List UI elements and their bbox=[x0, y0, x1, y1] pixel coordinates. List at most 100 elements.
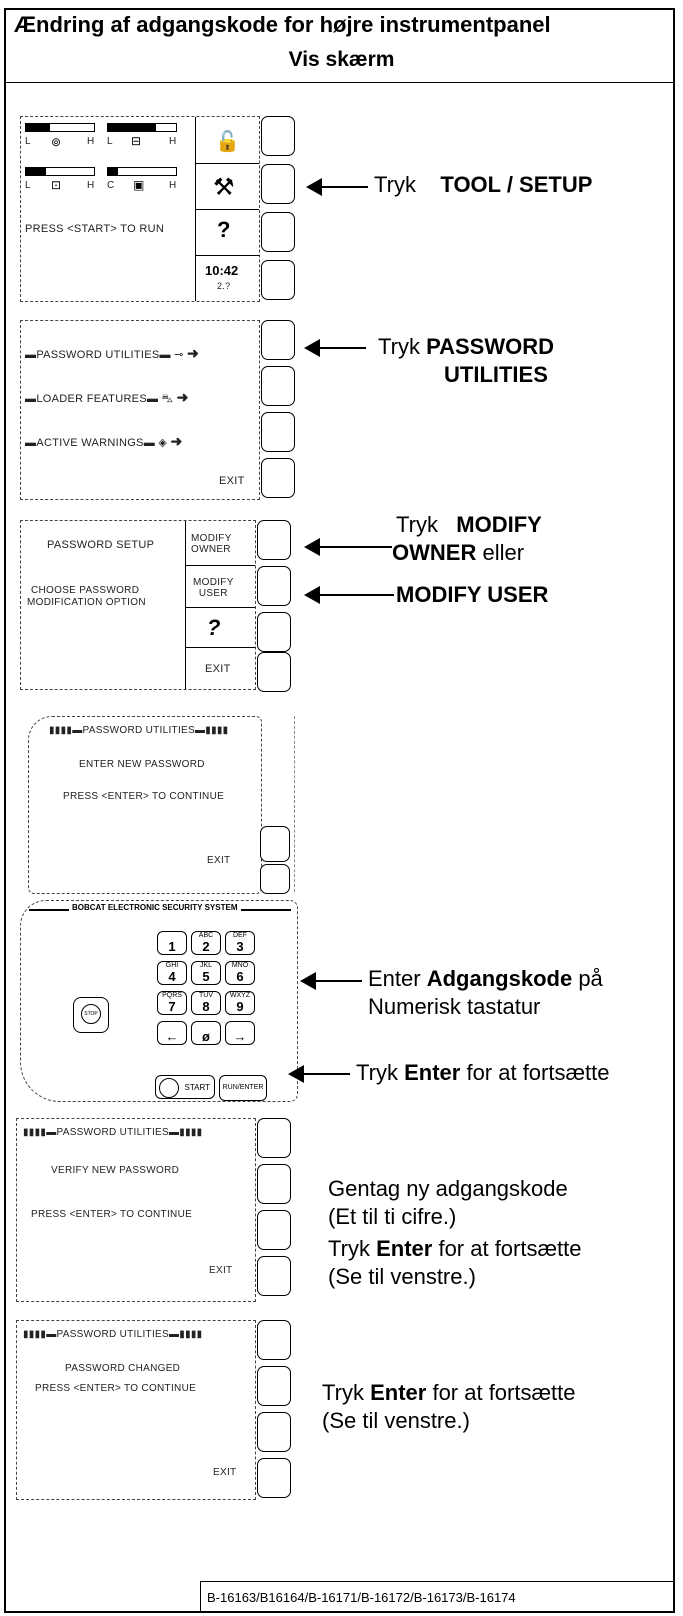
step4-caption-line1: Enter Adgangskode på bbox=[368, 966, 603, 991]
soft-button-1[interactable] bbox=[257, 1320, 291, 1360]
display-password-changed: ▮▮▮▮▬PASSWORD UTILITIES▬▮▮▮▮ PASSWORD CH… bbox=[16, 1320, 256, 1500]
stop-button[interactable]: STOP bbox=[73, 997, 109, 1033]
step5-caption-line4: (Se til venstre.) bbox=[328, 1264, 476, 1289]
step6-caption-line2: (Se til venstre.) bbox=[322, 1408, 470, 1433]
lock-icon: 🔓 bbox=[215, 131, 240, 153]
hydraulic-icon: ⊡ bbox=[51, 178, 62, 192]
exit-button[interactable] bbox=[260, 864, 290, 894]
hydraulic-gauge: L ⊡ H bbox=[25, 167, 95, 195]
step3-caption-line3: MODIFY USER bbox=[396, 582, 549, 607]
step3-caption-line2: OWNER eller bbox=[392, 540, 525, 565]
keypad-key-digit: ← bbox=[165, 1029, 179, 1044]
coolant-temp-icon: ▣ bbox=[133, 178, 145, 192]
page-subtitle: Vis skærm bbox=[288, 48, 395, 71]
keypad-key-letters: DEF bbox=[233, 932, 247, 939]
header-divider bbox=[4, 82, 675, 83]
exit-button[interactable] bbox=[257, 1458, 291, 1498]
keypad-key[interactable]: ← bbox=[157, 1021, 187, 1045]
menu-active-warnings: ▬ACTIVE WARNINGS▬ ◈ ➜ bbox=[25, 433, 183, 449]
keypad-key[interactable]: → bbox=[225, 1021, 255, 1045]
keypad-key-digit: 2 bbox=[202, 939, 210, 954]
password-utilities-button[interactable] bbox=[261, 320, 295, 360]
keypad-key-letters: TUV bbox=[199, 992, 213, 999]
keypad-key-digit: 8 bbox=[202, 999, 210, 1014]
step3-caption-line1: Tryk MODIFY bbox=[396, 512, 542, 537]
soft-button-1[interactable] bbox=[261, 116, 295, 156]
keypad-key-digit: 4 bbox=[168, 969, 176, 984]
step2-caption: Tryk PASSWORD bbox=[378, 334, 555, 359]
pointer-arrow bbox=[304, 586, 394, 604]
step5-caption-line1: Gentag ny adgangskode bbox=[328, 1176, 568, 1201]
exit-label: EXIT bbox=[219, 475, 245, 487]
soft-button-3[interactable] bbox=[261, 212, 295, 252]
display-enter-password: ▮▮▮▮▬PASSWORD UTILITIES▬▮▮▮▮ ENTER NEW P… bbox=[28, 716, 262, 894]
soft-button-3[interactable] bbox=[260, 826, 290, 862]
display-verify-password: ▮▮▮▮▬PASSWORD UTILITIES▬▮▮▮▮ VERIFY NEW … bbox=[16, 1118, 256, 1302]
password-setup-heading: PASSWORD SETUP bbox=[47, 539, 155, 551]
stop-icon: STOP bbox=[81, 1004, 101, 1024]
press-enter-text: PRESS <ENTER> TO CONTINUE bbox=[63, 791, 225, 802]
step4-caption-line2: Numerisk tastatur bbox=[368, 994, 541, 1019]
step2-caption-line2: UTILITIES bbox=[444, 362, 548, 387]
keypad-key-digit: 5 bbox=[202, 969, 210, 984]
engine-oil-gauge: L ⊚ H bbox=[25, 123, 95, 151]
active-warnings-button[interactable] bbox=[261, 412, 295, 452]
password-utilities-heading: ▮▮▮▮▬PASSWORD UTILITIES▬▮▮▮▮ bbox=[23, 1127, 203, 1138]
enter-new-password-text: ENTER NEW PASSWORD bbox=[79, 759, 205, 770]
menu-password-utilities: ▬PASSWORD UTILITIES▬ ⊸ ➜ bbox=[25, 345, 200, 361]
exit-button[interactable] bbox=[261, 458, 295, 498]
keypad-key-letters: ABC bbox=[198, 932, 214, 939]
exit-label: EXIT bbox=[207, 855, 231, 866]
page-title: Ændring af adgangskode for højre instrum… bbox=[14, 12, 551, 37]
figure-reference: B-16163/B16164/B-16171/B-16172/B-16173/B… bbox=[200, 1581, 674, 1613]
page-frame bbox=[4, 8, 675, 1613]
soft-button-3[interactable] bbox=[257, 1210, 291, 1250]
exit-button[interactable] bbox=[257, 652, 291, 692]
keypad-key-digit: 9 bbox=[236, 999, 244, 1014]
exit-label: EXIT bbox=[205, 663, 231, 675]
keypad-key-digit: 3 bbox=[236, 939, 244, 954]
loader-icon: ⛍ bbox=[161, 393, 174, 405]
run-enter-button[interactable]: RUN/ENTER bbox=[219, 1075, 267, 1101]
keypad-key[interactable]: ø bbox=[191, 1021, 221, 1045]
battery-icon: ⊟ bbox=[131, 134, 142, 148]
clock-display: 10:42 bbox=[205, 263, 239, 278]
warning-icon: ◈ bbox=[158, 437, 168, 449]
display-main-screen: L ⊚ H L ⊟ H L ⊡ H C ▣ H PRESS <START> TO… bbox=[20, 116, 260, 302]
loader-features-button[interactable] bbox=[261, 366, 295, 406]
press-enter-text: PRESS <ENTER> TO CONTINUE bbox=[35, 1383, 197, 1394]
step6-caption-line1: Tryk Enter for at fortsætte bbox=[322, 1380, 576, 1405]
help-button[interactable] bbox=[257, 612, 291, 652]
display-setup-menu: ▬PASSWORD UTILITIES▬ ⊸ ➜ ▬LOADER FEATURE… bbox=[20, 320, 260, 500]
keypad-key-digit: ø bbox=[202, 1029, 210, 1044]
soft-button-2[interactable] bbox=[257, 1366, 291, 1406]
modify-user-button[interactable] bbox=[257, 566, 291, 606]
menu-loader-features: ▬LOADER FEATURES▬ ⛍ ➜ bbox=[25, 389, 189, 405]
choose-option-line1: CHOOSE PASSWORD bbox=[31, 585, 140, 596]
keypad-key-letters: WXYZ bbox=[229, 992, 251, 999]
keypad-key[interactable]: 1 bbox=[157, 931, 187, 955]
soft-button-3[interactable] bbox=[257, 1412, 291, 1452]
tool-setup-button[interactable] bbox=[261, 164, 295, 204]
pointer-arrow bbox=[304, 538, 392, 556]
keypad-key-letters: GHI bbox=[165, 962, 179, 969]
soft-button-2[interactable] bbox=[257, 1164, 291, 1204]
exit-label: EXIT bbox=[209, 1265, 233, 1276]
soft-button-1[interactable] bbox=[257, 1118, 291, 1158]
modify-owner-button[interactable] bbox=[257, 520, 291, 560]
verify-new-password-text: VERIFY NEW PASSWORD bbox=[51, 1165, 180, 1176]
pointer-arrow bbox=[304, 339, 366, 357]
exit-button[interactable] bbox=[257, 1256, 291, 1296]
soft-button-4[interactable] bbox=[261, 260, 295, 300]
start-button[interactable]: START bbox=[155, 1075, 215, 1099]
display-password-setup: PASSWORD SETUP CHOOSE PASSWORD MODIFICAT… bbox=[20, 520, 256, 690]
